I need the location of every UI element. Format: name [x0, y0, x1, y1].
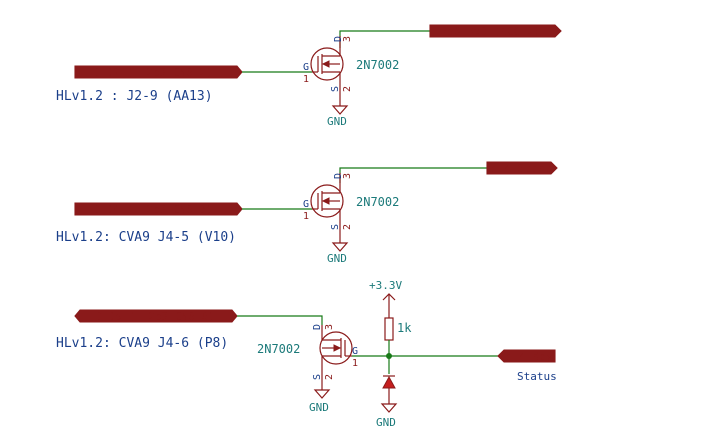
- drain-wire: [339, 30, 430, 48]
- gnd-symbol: [331, 242, 349, 252]
- drain-pin-number: 3: [324, 324, 335, 330]
- gate-pin-name: G: [303, 199, 309, 210]
- gnd-symbol: [331, 105, 349, 115]
- source-pin-name: S: [312, 374, 323, 380]
- gnd-label: GND: [327, 115, 347, 128]
- gate-pin-name: G: [303, 62, 309, 73]
- output-label-box[interactable]: [497, 349, 556, 363]
- output-label-box[interactable]: [429, 24, 562, 38]
- gate-pin-number: 1: [352, 358, 358, 369]
- diode-gnd-label: GND: [376, 416, 396, 429]
- circuit-1: LED_D2_(HL2b3-CN6-2) HR50_RxD_(ACC-2) G …: [56, 24, 562, 128]
- mosfet-symbol: [310, 173, 344, 228]
- drain-pin-name: D: [312, 324, 323, 330]
- gate-pin-number: 1: [303, 74, 309, 85]
- note-text: HLv1.2: CVA9 J4-6 (P8): [56, 336, 228, 351]
- input-label-box[interactable]: [74, 202, 243, 216]
- output-label: AH4_Key: [506, 350, 553, 363]
- drain-pin-name: D: [333, 173, 344, 179]
- mosfet-symbol: [319, 325, 353, 374]
- source-pin-number: 2: [342, 224, 353, 230]
- source-pin-number: 2: [324, 374, 335, 380]
- part-value: 2N7002: [356, 58, 399, 72]
- drain-wire: [237, 315, 323, 325]
- input-label: LED_D2_(HL2b3-CN6-2): [80, 66, 212, 79]
- input-label: LED_D4_(HL2b3-CN6-3): [80, 203, 212, 216]
- note-text: HLv1.2: CVA9 J4-5 (V10): [56, 230, 236, 245]
- diode-symbol: [382, 375, 396, 389]
- drain-wire: [339, 167, 487, 183]
- power-label: +3.3V: [369, 279, 402, 292]
- gnd-symbol: [313, 389, 331, 399]
- drain-pin-name: D: [333, 36, 344, 42]
- part-value: 2N7002: [257, 342, 300, 356]
- note-text: HLv1.2 : J2-9 (AA13): [56, 89, 213, 104]
- gate-pin-number: 1: [303, 211, 309, 222]
- circuit-2: LED_D4_(HL2b3-CN6-3) AH4_Start G 1 D 3 S…: [56, 161, 558, 265]
- output-label-box[interactable]: [486, 161, 558, 175]
- drain-pin-number: 3: [342, 36, 353, 42]
- mosfet-symbol: [310, 36, 344, 90]
- source-pin-number: 2: [342, 86, 353, 92]
- output-label: AH4_Start: [491, 162, 551, 175]
- resistor-value: 1k: [397, 321, 412, 335]
- input-label-box[interactable]: [74, 65, 243, 79]
- gnd-label: GND: [327, 252, 347, 265]
- gnd-symbol-diode: [380, 403, 398, 413]
- output-label: HR50_RxD_(ACC-2): [434, 25, 540, 38]
- part-value: 2N7002: [356, 195, 399, 209]
- input-label: LED_D5_(HL2b3-CN6-6): [82, 310, 214, 323]
- output-sublabel: Status: [517, 370, 557, 383]
- gnd-label: GND: [309, 401, 329, 414]
- source-pin-name: S: [330, 86, 341, 92]
- gate-pin-name: G: [352, 346, 358, 357]
- circuit-3: LED_D5_(HL2b3-CN6-6) G 1 D 3 S 2 2N7002 …: [56, 279, 557, 429]
- source-pin-name: S: [330, 224, 341, 230]
- input-label-box[interactable]: [74, 309, 238, 323]
- drain-pin-number: 3: [342, 173, 353, 179]
- resistor-symbol: [384, 317, 394, 341]
